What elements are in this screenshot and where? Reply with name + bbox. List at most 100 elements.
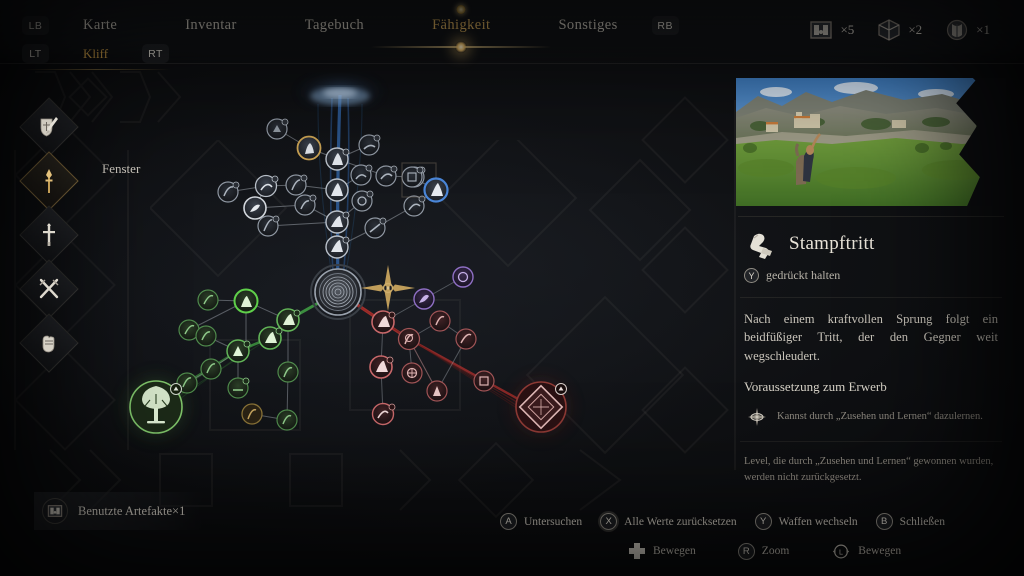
hint-waffen-label: Waffen wechseln (778, 515, 858, 528)
hint-zoom-label: Zoom (761, 545, 790, 557)
tab-sonstiges[interactable]: Sonstiges (558, 17, 618, 33)
controller-hints: A Untersuchen X Alle Werte zurücksetzen … (500, 513, 1000, 560)
skill-preview-image (736, 78, 1006, 206)
weapon-rail-label: Fenster (102, 161, 141, 176)
branch-green-links (157, 290, 339, 421)
tab-active-glow-dot (455, 41, 468, 53)
panel-divider-2 (740, 440, 1002, 442)
helm-orb-count: ×1 (976, 22, 990, 37)
lb-bumper-key[interactable]: LB (22, 16, 49, 35)
branch-blue-links (227, 128, 437, 248)
hint-zoom[interactable]: R Zoom (737, 542, 790, 560)
tab-row: LB Karte Inventar Tagebuch Fähigkeit Son… (22, 5, 679, 53)
tab-tagebuch[interactable]: Tagebuch (304, 17, 365, 33)
skill-node-group-purple[interactable] (413, 266, 474, 310)
top-navigation-bar (0, 0, 1024, 64)
subtab-kliff[interactable]: Kliff (20, 45, 171, 70)
resource-counters: ×5 ×2 ×1 (808, 18, 990, 42)
panel-divider-1 (740, 297, 1002, 298)
weapon-longsword[interactable] (19, 205, 79, 265)
hint-bewegen-dpad-label: Bewegen (653, 545, 696, 557)
artifact-box-icon (47, 505, 63, 517)
fist-icon (42, 335, 55, 353)
tab-inventar[interactable]: Inventar (185, 17, 237, 33)
skill-node-highlighted (423, 177, 449, 203)
weapon-category-rail: Fenster (19, 97, 140, 374)
hint-schliessen-label: Schließen (899, 515, 946, 528)
longsword-icon (43, 223, 55, 246)
hint-bewegen-stick[interactable]: L Bewegen (831, 543, 901, 560)
stomp-kick-icon (750, 233, 772, 259)
skill-node-selected (296, 135, 322, 161)
skill-binding-text: gedrückt halten (766, 268, 841, 282)
controller-hints-row-2: Bewegen R Zoom L Bewegen (500, 530, 1000, 560)
tab-faehigkeit[interactable]: Fähigkeit (371, 5, 552, 53)
resource-helm-orb[interactable]: ×1 (944, 18, 990, 42)
weapon-sword-and-shield[interactable] (19, 97, 79, 157)
b-button-icon: B (875, 513, 893, 530)
skill-name: Stampftritt (789, 233, 875, 254)
branch-blue-beam (296, 76, 384, 293)
skill-node-group-green[interactable] (176, 288, 301, 431)
cube-count: ×2 (908, 22, 923, 37)
hint-schliessen[interactable]: B Schließen (875, 513, 946, 530)
tab-faehigkeit-label: Fähigkeit (432, 17, 491, 33)
rb-bumper-key[interactable]: RB (651, 16, 679, 35)
skill-node-group-blue[interactable] (217, 118, 449, 259)
artifact-box-count: ×5 (840, 22, 855, 37)
weapon-fist[interactable] (19, 313, 79, 373)
y-button-icon: Y (754, 513, 772, 530)
helm-orb-icon (947, 19, 968, 41)
controller-hints-row-1: A Untersuchen X Alle Werte zurücksetzen … (500, 513, 1000, 530)
dpad-icon (629, 543, 645, 559)
hint-reset-label: Alle Werte zurücksetzen (624, 515, 737, 528)
skill-description: Nach einem kraftvollen Sprung folgt ein … (744, 312, 998, 363)
resource-cube[interactable]: ×2 (876, 18, 922, 42)
used-artefacts-counter: Benutzte Artefakte×1 (34, 492, 204, 530)
skill-note: Level, die durch „Zusehen und Lernen“ ge… (744, 455, 994, 484)
cube-icon (878, 19, 900, 41)
svg-text:L: L (839, 547, 843, 556)
weapon-spear[interactable] (19, 151, 79, 211)
artifact-box-icon (810, 21, 833, 39)
rt-trigger-key[interactable]: RT (142, 44, 170, 63)
a-button-icon: A (500, 513, 517, 530)
tab-active-stud-icon (456, 5, 466, 14)
terminal-node-tree-of-life[interactable] (116, 367, 196, 447)
dual-swords-icon (39, 278, 59, 299)
requirement-text: Kannst durch „Zusehen und Lernen“ dazule… (777, 411, 983, 423)
subtab-underline (20, 68, 171, 70)
skill-node-group-red[interactable] (369, 310, 495, 426)
hint-untersuchen-label: Untersuchen (524, 515, 583, 528)
branch-red-links (337, 276, 527, 415)
hint-bewegen-dpad[interactable]: Bewegen (628, 542, 696, 560)
requirement-title: Voraussetzung zum Erwerb (744, 378, 887, 394)
resource-artifact-box[interactable]: ×5 (808, 18, 854, 42)
terminal-node-blood-gem[interactable] (503, 369, 579, 445)
y-button-icon: Y (744, 268, 759, 283)
subtab-row: LT Kliff RT (20, 44, 171, 70)
r-stick-icon: R (737, 542, 755, 560)
spear-icon (45, 169, 53, 193)
hint-bewegen-stick-label: Bewegen (858, 545, 902, 557)
hint-alle-werte-zuruecksetzen[interactable]: X Alle Werte zurücksetzen (600, 513, 737, 530)
knotwork-decor-center (150, 140, 710, 470)
hint-untersuchen[interactable]: A Untersuchen (500, 513, 582, 530)
l-stick-icon: L (833, 544, 850, 558)
eye-compass-icon (748, 407, 766, 426)
lt-trigger-key[interactable]: LT (22, 44, 49, 63)
x-button-icon: X (600, 513, 618, 530)
hint-waffen-wechseln[interactable]: Y Waffen wechseln (754, 513, 858, 530)
skill-detail-panel: Stampftritt Y gedrückt halten Nach einem… (732, 78, 1010, 486)
skill-binding-row: Y gedrückt halten (732, 259, 1010, 283)
tab-karte[interactable]: Karte (83, 17, 118, 33)
weapon-dual-swords[interactable] (19, 259, 79, 319)
skill-header: Stampftritt (738, 216, 1004, 259)
sword-and-shield-icon (40, 117, 58, 137)
subtab-kliff-label: Kliff (83, 45, 109, 61)
used-artefacts-label: Benutzte Artefakte×1 (78, 503, 186, 518)
used-artefacts-icon-ring (42, 498, 68, 524)
requirement-row: Kannst durch „Zusehen und Lernen“ dazule… (732, 395, 1010, 427)
skill-tree-hub[interactable] (310, 264, 366, 320)
